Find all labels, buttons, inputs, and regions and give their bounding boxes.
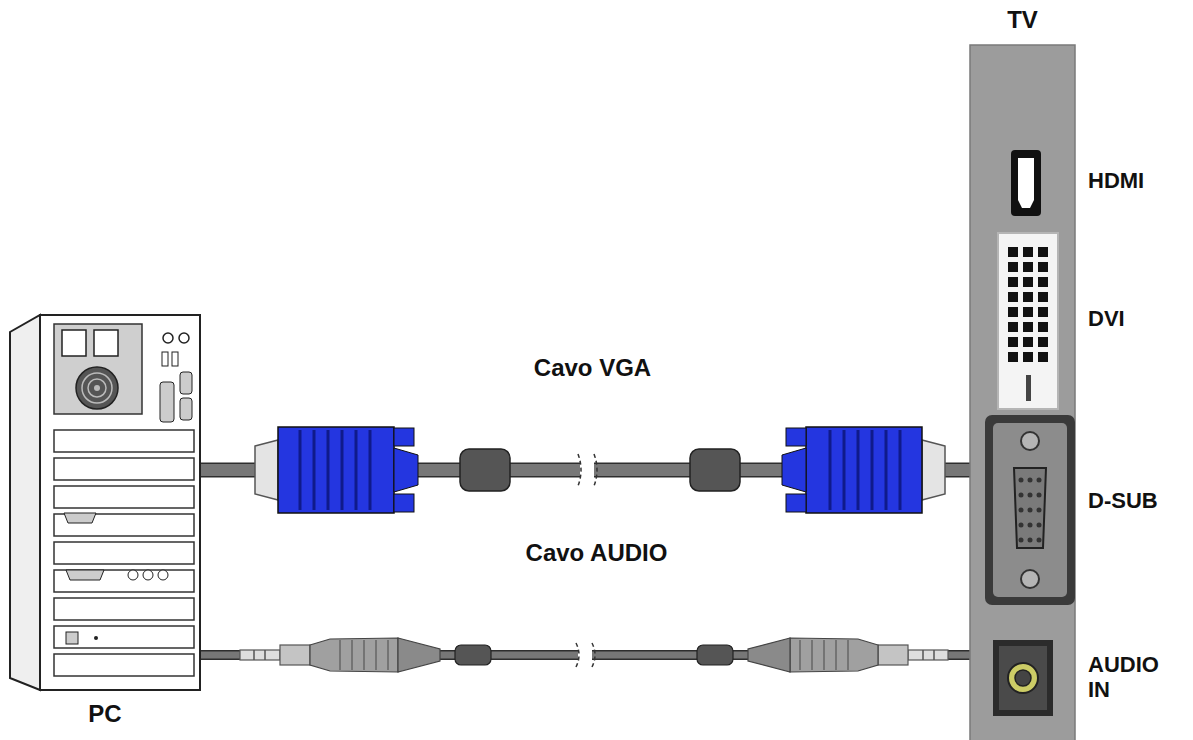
dsub-pin <box>1037 508 1042 513</box>
dsub-pin <box>1019 493 1024 498</box>
dvi-pin <box>1008 262 1018 272</box>
port-box: HDMI <box>1011 150 1041 216</box>
port-box: D-SUB <box>985 415 1075 605</box>
dvi-pin <box>1008 337 1018 347</box>
pc-box: PC <box>10 315 200 690</box>
dvi-pin <box>1023 307 1033 317</box>
dvi-pin <box>1038 277 1048 287</box>
dvi-pin <box>1023 247 1033 257</box>
tv-panel-box: HDMIDVID-SUBAUDIO INTV <box>970 45 1075 740</box>
dvi-pin <box>1008 307 1018 317</box>
pc-tower <box>10 315 200 690</box>
dvi-pin <box>1038 322 1048 332</box>
dsub-pin <box>1028 508 1033 513</box>
dsub-pin <box>1019 523 1024 528</box>
dvi-pin <box>1023 322 1033 332</box>
vga-plug <box>255 427 510 513</box>
vga-plug <box>690 427 945 513</box>
dsub-pin <box>1019 538 1024 543</box>
dsub-pin <box>1037 493 1042 498</box>
dvi-pin <box>1038 247 1048 257</box>
port-box: AUDIO IN <box>993 640 1053 716</box>
audio-plug <box>697 638 948 672</box>
cable-label: Cavo AUDIO <box>526 539 668 567</box>
dvi-pin <box>1023 292 1033 302</box>
port-label: HDMI <box>1088 168 1188 193</box>
device-label: PC <box>10 700 200 728</box>
cable-break <box>576 643 595 667</box>
dsub-pin <box>1028 493 1033 498</box>
dvi-pin <box>1038 337 1048 347</box>
cable-label: Cavo VGA <box>534 354 651 382</box>
dvi-pin <box>1008 352 1018 362</box>
port-label: DVI <box>1088 306 1188 331</box>
dsub-pin <box>1019 508 1024 513</box>
audio-plug <box>240 638 491 672</box>
dsub-pin <box>1037 478 1042 483</box>
dvi-pin <box>1023 352 1033 362</box>
dvi-pin <box>1008 292 1018 302</box>
dvi-pin <box>1023 277 1033 287</box>
tv-panel <box>970 45 1075 740</box>
port-label: D-SUB <box>1088 488 1188 513</box>
port-label: AUDIO IN <box>1088 652 1168 703</box>
port-box: DVI <box>998 233 1058 409</box>
dvi-pin <box>1008 277 1018 287</box>
device-label: TV <box>970 6 1075 34</box>
dsub-pin <box>1037 523 1042 528</box>
dvi-pin <box>1038 307 1048 317</box>
dsub-pin <box>1019 478 1024 483</box>
dsub-pin <box>1028 523 1033 528</box>
dvi-pin <box>1023 262 1033 272</box>
cable-label-holder: Cavo VGA <box>534 354 651 382</box>
dvi-pin <box>1038 352 1048 362</box>
dvi-pin <box>1008 247 1018 257</box>
dvi-pin <box>1038 292 1048 302</box>
dsub-pin <box>1028 478 1033 483</box>
cable-break <box>578 454 597 486</box>
dvi-pin <box>1038 262 1048 272</box>
cable-label-holder: Cavo AUDIO <box>526 539 668 567</box>
dvi-pin <box>1023 337 1033 347</box>
dsub-pin <box>1037 538 1042 543</box>
dvi-pin <box>1008 322 1018 332</box>
dsub-pin <box>1028 538 1033 543</box>
